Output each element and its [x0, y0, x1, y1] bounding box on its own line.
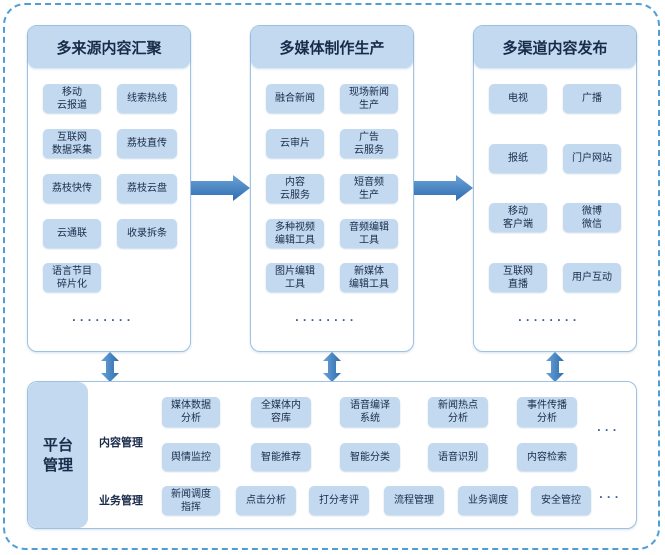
node-click-analysis: 点击分析: [236, 486, 296, 515]
node-live-stream: 互联网 直播: [489, 263, 547, 292]
node-score-evaluation: 打分考评: [309, 486, 369, 515]
node-program-fragment: 语言节目 碎片化: [43, 263, 101, 292]
row-label-content: 内容管理: [99, 436, 143, 449]
node-internet-data-collection: 互联网 数据采集: [43, 129, 101, 158]
node-lizhi-fast: 荔枝快传: [43, 174, 101, 203]
node-fusion-news: 融合新闻: [266, 84, 324, 113]
panel-title-publish: 多渠道内容发布: [474, 26, 636, 68]
node-media-data-analysis: 媒体数据 分析: [162, 397, 220, 427]
node-live-news: 现场新闻 生产: [340, 84, 398, 113]
panel-title-aggregation: 多来源内容汇聚: [28, 26, 190, 68]
node-content-cloud: 内容 云服务: [266, 174, 324, 203]
node-mobile-cloud-report: 移动 云报道: [43, 84, 101, 113]
node-news-dispatch: 新闻调度 指挥: [162, 486, 220, 515]
node-tip-hotline: 线索热线: [117, 84, 177, 113]
node-mobile-client: 移动 客户端: [489, 203, 547, 232]
node-lizhi-cloud-disk: 荔枝云盘: [117, 174, 177, 203]
node-lizhi-direct: 荔枝直传: [117, 129, 177, 158]
node-weibo-wechat: 微博 微信: [563, 203, 621, 232]
node-business-dispatch: 业务调度: [458, 486, 518, 515]
node-user-interaction: 用户互动: [563, 263, 621, 292]
node-event-spread: 事件传播 分析: [517, 397, 577, 427]
node-short-audio: 短音频 生产: [340, 174, 398, 203]
row-label-business: 业务管理: [99, 494, 143, 507]
node-speech-recognition: 语音识别: [428, 443, 488, 471]
panel-multichannel-publish: [473, 25, 637, 352]
node-smart-recommend: 智能推荐: [251, 443, 311, 471]
node-news-hotspot: 新闻热点 分析: [428, 397, 488, 427]
node-smart-classify: 智能分类: [340, 443, 400, 471]
node-record-split: 收录拆条: [117, 219, 177, 248]
arrow-updown-3: [546, 352, 564, 382]
node-security-control: 安全管控: [531, 486, 591, 515]
node-cloud-link: 云通联: [43, 219, 101, 248]
node-audio-tools: 音频编辑 工具: [340, 219, 398, 248]
arrow-right-2: [414, 175, 473, 201]
node-tv: 电视: [489, 84, 547, 113]
panel-title-production: 多媒体制作生产: [251, 26, 413, 68]
arrow-updown-2: [323, 352, 341, 382]
more-dots: ...: [599, 490, 623, 501]
more-dots: ........: [518, 313, 581, 324]
node-newspaper: 报纸: [489, 144, 547, 173]
more-dots: ........: [295, 313, 358, 324]
node-image-tools: 图片编辑 工具: [266, 263, 324, 292]
node-ad-cloud: 广告 云服务: [340, 129, 398, 158]
node-process-management: 流程管理: [384, 486, 444, 515]
node-all-media-library: 全媒体内 容库: [251, 397, 311, 427]
more-dots: ...: [597, 423, 621, 434]
node-new-media-tools: 新媒体 编辑工具: [340, 263, 398, 292]
node-cloud-review: 云审片: [266, 129, 324, 158]
node-sentiment-monitor: 舆情监控: [162, 443, 220, 471]
platform-title: 平台 管理: [28, 382, 88, 528]
node-voice-translation: 语音编译 系统: [340, 397, 400, 427]
arrow-updown-1: [101, 352, 119, 382]
node-video-tools: 多种视频 编辑工具: [266, 219, 324, 248]
node-portal: 门户网站: [563, 144, 621, 173]
diagram-frame: [3, 3, 660, 550]
node-content-search: 内容检索: [517, 443, 577, 471]
more-dots: ........: [72, 313, 135, 324]
node-radio: 广播: [563, 84, 621, 113]
arrow-right-1: [191, 175, 250, 201]
